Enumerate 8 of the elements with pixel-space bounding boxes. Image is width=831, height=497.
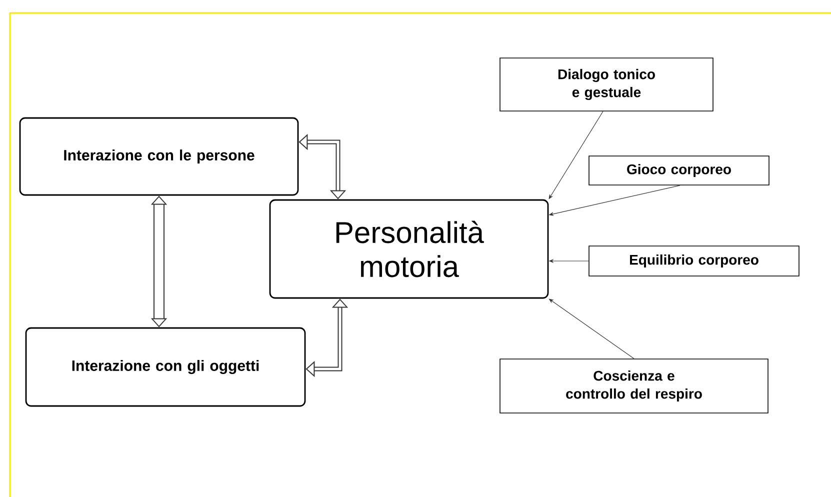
central-box: Personalità motoria	[269, 199, 549, 299]
label-box: Equilibrio corporeo	[588, 246, 800, 276]
label-box: Coscienza e controllo del respiro	[500, 358, 768, 414]
rounded-box: Interazione con le persone	[19, 117, 299, 196]
arrow	[150, 196, 168, 328]
label-box: Gioco corporeo	[588, 156, 770, 186]
label-box: Dialogo tonico e gestuale	[500, 58, 714, 112]
rounded-box: Interazione con gli oggetti	[25, 327, 306, 407]
